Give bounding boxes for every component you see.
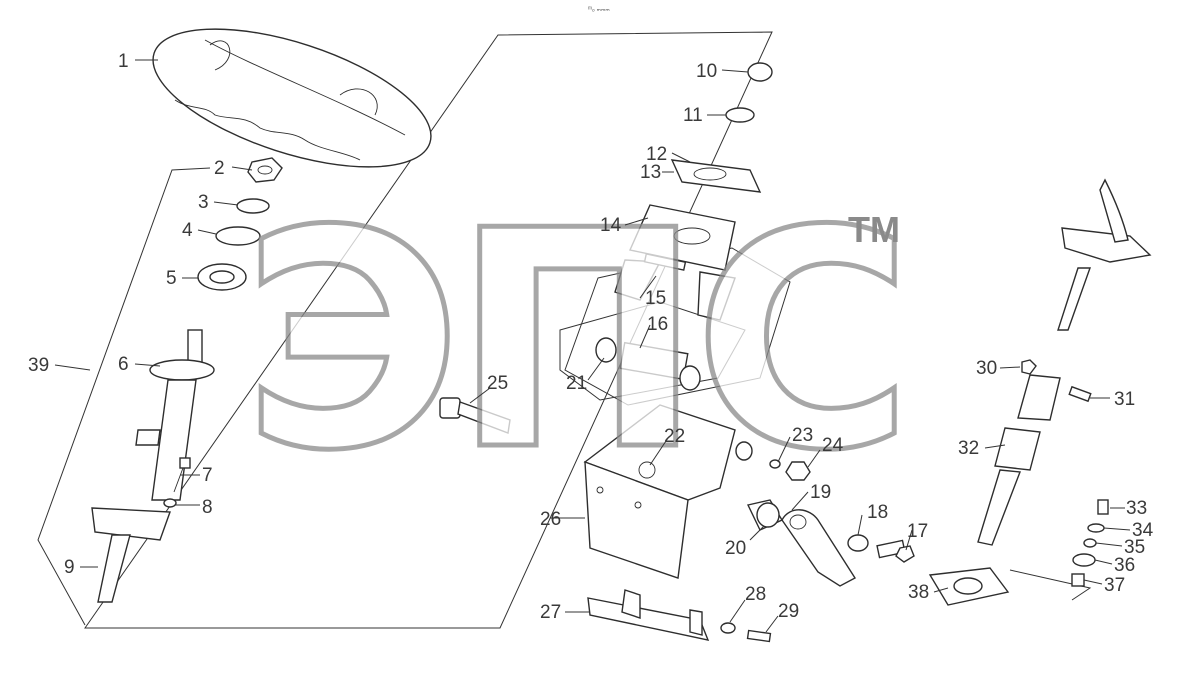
callout-labels: 1 2 3 4 5 6 7 8 9 10 11 12 13 14 15 16 1…: [28, 51, 1154, 623]
callout-14: 14: [600, 215, 622, 236]
assembly-outline-bracket: [559, 247, 791, 406]
callout-1: 1: [118, 51, 129, 72]
callout-21: 21: [566, 373, 587, 394]
callout-5: 5: [166, 268, 177, 289]
callout-19: 19: [810, 482, 831, 503]
callout-16: 16: [647, 314, 668, 335]
nut: [247, 157, 283, 183]
callout-6: 6: [118, 354, 129, 375]
snap-ring-small: [236, 198, 270, 214]
washer-28: [720, 622, 736, 634]
spacer-tube: [595, 337, 701, 391]
callout-24: 24: [822, 435, 844, 456]
callout-22: 22: [664, 426, 685, 447]
callout-26: 26: [540, 509, 561, 530]
callout-18: 18: [867, 502, 888, 523]
callout-34: 34: [1132, 520, 1154, 541]
callout-3: 3: [198, 192, 209, 213]
callout-27: 27: [540, 602, 561, 623]
leader-lines: [54, 59, 1131, 633]
callout-38: 38: [908, 582, 929, 603]
callout-36: 36: [1114, 555, 1135, 576]
assembly-outline-right: [1009, 569, 1092, 601]
pin: [643, 253, 687, 271]
clamp-plate: [670, 159, 762, 193]
callout-29: 29: [778, 601, 799, 622]
header-mark: ᵐₒ ₘₘₘ: [588, 6, 610, 13]
callout-20: 20: [725, 538, 746, 559]
callout-12: 12: [646, 144, 667, 165]
long-bolt: [439, 397, 511, 434]
bolt-31: [1068, 385, 1092, 403]
bolt-29: [746, 629, 772, 643]
callout-30: 30: [976, 358, 997, 379]
callout-4: 4: [182, 220, 193, 241]
lower-shaft-flange: [91, 507, 171, 603]
washer-small: [163, 498, 177, 508]
bolt-17: [876, 539, 915, 563]
washer-18: [847, 534, 869, 552]
trademark-mark: TM: [848, 209, 900, 250]
bushing-top: [747, 62, 773, 82]
bolt-small: [173, 457, 191, 493]
callout-7: 7: [202, 465, 213, 486]
callout-13: 13: [640, 162, 661, 183]
callout-2: 2: [214, 158, 225, 179]
callout-17: 17: [907, 521, 928, 542]
lower-bracket: [583, 404, 736, 579]
snap-ring-large: [215, 226, 261, 246]
bushing-20: [746, 499, 784, 531]
small-nut-30: [1021, 359, 1037, 375]
callout-8: 8: [202, 497, 213, 518]
watermark: ЭПС TM: [240, 165, 916, 519]
callout-23: 23: [792, 425, 813, 446]
callout-25: 25: [487, 373, 508, 394]
upper-shaft-right: [1057, 267, 1091, 331]
callout-39: 39: [28, 355, 49, 376]
watermark-logo: ЭПС: [242, 167, 903, 516]
small-parts-33-37: [1071, 499, 1109, 587]
steering-wheel: [152, 28, 432, 168]
retaining-ring: [725, 107, 755, 123]
column-housing: [135, 329, 215, 501]
lever-19: [781, 509, 856, 587]
callout-9: 9: [64, 557, 75, 578]
bearing: [197, 263, 247, 291]
column-top-flange: [1061, 178, 1152, 263]
callout-15: 15: [645, 288, 666, 309]
callout-37: 37: [1104, 575, 1125, 596]
mount-plate-27: [587, 589, 710, 641]
callout-11: 11: [683, 105, 703, 126]
callout-31: 31: [1114, 389, 1135, 410]
callout-28: 28: [745, 584, 766, 605]
base-flange-38: [928, 567, 1010, 606]
callout-35: 35: [1124, 537, 1145, 558]
callout-32: 32: [958, 438, 979, 459]
callout-33: 33: [1126, 498, 1147, 519]
assembly-outline-left: [37, 31, 773, 629]
upper-bracket: [614, 204, 736, 321]
nut-23-24: [735, 441, 811, 481]
callout-10: 10: [696, 61, 717, 82]
shaft-32: [977, 374, 1061, 546]
